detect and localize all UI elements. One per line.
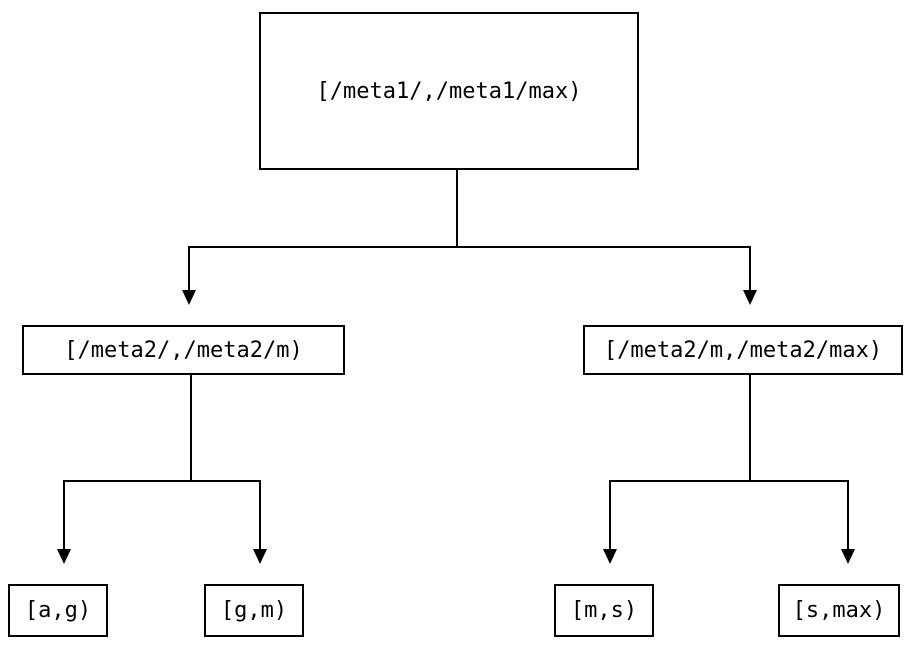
node-mid-right-label: [/meta2/m,/meta2/max) xyxy=(603,337,883,363)
node-root: [/meta1/,/meta1/max) xyxy=(259,12,639,170)
edge-root-rail-line xyxy=(188,246,751,248)
edge-root-stem-line xyxy=(456,170,458,247)
node-leaf-ag: [a,g) xyxy=(8,584,108,637)
node-leaf-ms-label: [m,s) xyxy=(570,598,638,623)
node-root-label: [/meta1/,/meta1/max) xyxy=(316,78,582,104)
node-leaf-ms: [m,s) xyxy=(554,584,654,637)
node-leaf-gm: [g,m) xyxy=(204,584,304,637)
node-leaf-smax-label: [s,max) xyxy=(792,598,886,623)
node-leaf-gm-label: [g,m) xyxy=(220,598,288,623)
node-leaf-ag-label: [a,g) xyxy=(24,598,92,623)
edge-mid-right-stem-line xyxy=(749,375,751,482)
arrow-down-icon xyxy=(182,290,196,305)
edge-root-to-mid-right-line xyxy=(749,246,751,291)
node-mid-left-label: [/meta2/,/meta2/m) xyxy=(64,337,303,363)
edge-mid-right-to-leaf-ms-line xyxy=(609,480,611,550)
arrow-down-icon xyxy=(743,290,757,305)
edge-mid-left-stem-line xyxy=(190,375,192,482)
edge-mid-left-rail-line xyxy=(63,480,261,482)
arrow-down-icon xyxy=(603,549,617,564)
edge-mid-left-to-leaf-ag-line xyxy=(63,480,65,550)
node-leaf-smax: [s,max) xyxy=(778,584,900,637)
edge-mid-left-to-leaf-gm-line xyxy=(259,480,261,550)
node-mid-left: [/meta2/,/meta2/m) xyxy=(22,325,345,375)
edge-root-to-mid-left-line xyxy=(188,246,190,291)
edge-mid-right-rail-line xyxy=(609,480,849,482)
arrow-down-icon xyxy=(253,549,267,564)
arrow-down-icon xyxy=(57,549,71,564)
arrow-down-icon xyxy=(841,549,855,564)
node-mid-right: [/meta2/m,/meta2/max) xyxy=(583,325,903,375)
edge-mid-right-to-leaf-smax-line xyxy=(847,480,849,550)
